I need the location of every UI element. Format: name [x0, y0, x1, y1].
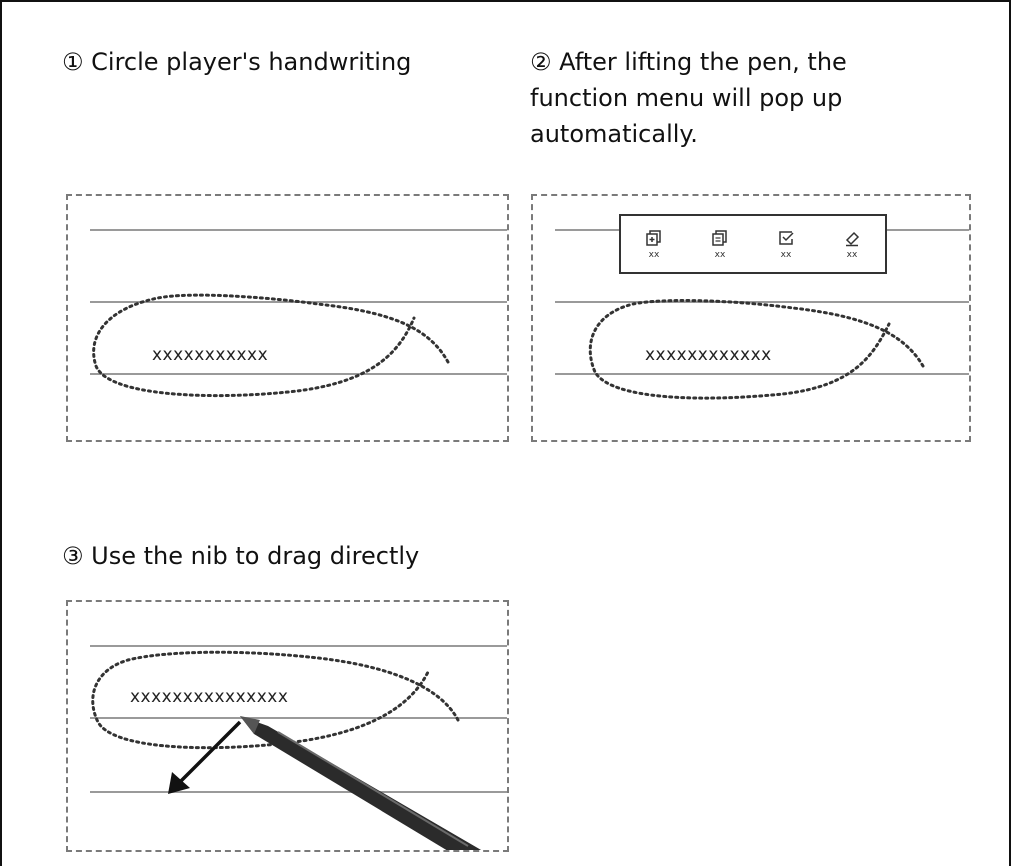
menu-item-copy-add[interactable]: xx	[632, 229, 676, 260]
menu-item-label: xx	[648, 249, 660, 260]
step-1-title: ① Circle player's handwriting	[62, 48, 412, 76]
stylus-pen	[240, 716, 482, 850]
drag-arrow	[176, 720, 242, 786]
function-menu: xx xx xx xx	[619, 214, 887, 274]
step-3-drawing: xxxxxxxxxxxxxxx	[90, 645, 507, 850]
step-2-title: ② After lifting the pen, the function me…	[530, 48, 847, 148]
step-1-panel: xxxxxxxxxxx	[66, 194, 509, 442]
menu-item-check[interactable]: xx	[764, 229, 808, 260]
step-3-title: ③ Use the nib to drag directly	[62, 542, 420, 570]
lasso-selection	[588, 299, 925, 400]
checkbox-icon	[779, 230, 794, 245]
lasso-selection	[91, 650, 460, 750]
copy-add-icon	[646, 229, 661, 246]
menu-item-copy[interactable]: xx	[698, 229, 742, 260]
menu-item-label: xx	[714, 249, 726, 260]
step-3-panel: xxxxxxxxxxxxxxx	[66, 600, 509, 852]
menu-item-label: xx	[846, 249, 858, 260]
handwriting-text: xxxxxxxxxxx	[152, 345, 268, 365]
copy-icon	[712, 229, 727, 246]
step-1-drawing: xxxxxxxxxxx	[90, 229, 507, 398]
menu-item-label: xx	[780, 249, 792, 260]
drag-arrow-head	[168, 772, 190, 794]
stylus-nib	[240, 716, 260, 734]
eraser-icon	[845, 231, 860, 246]
stylus-highlight	[277, 731, 469, 847]
handwriting-text: xxxxxxxxxxxx	[645, 345, 772, 365]
lasso-selection	[92, 293, 450, 398]
menu-item-eraser[interactable]: xx	[830, 229, 874, 260]
step-2-panel: xxxxxxxxxxxx xx xx	[531, 194, 971, 442]
handwriting-text: xxxxxxxxxxxxxxx	[130, 687, 288, 707]
